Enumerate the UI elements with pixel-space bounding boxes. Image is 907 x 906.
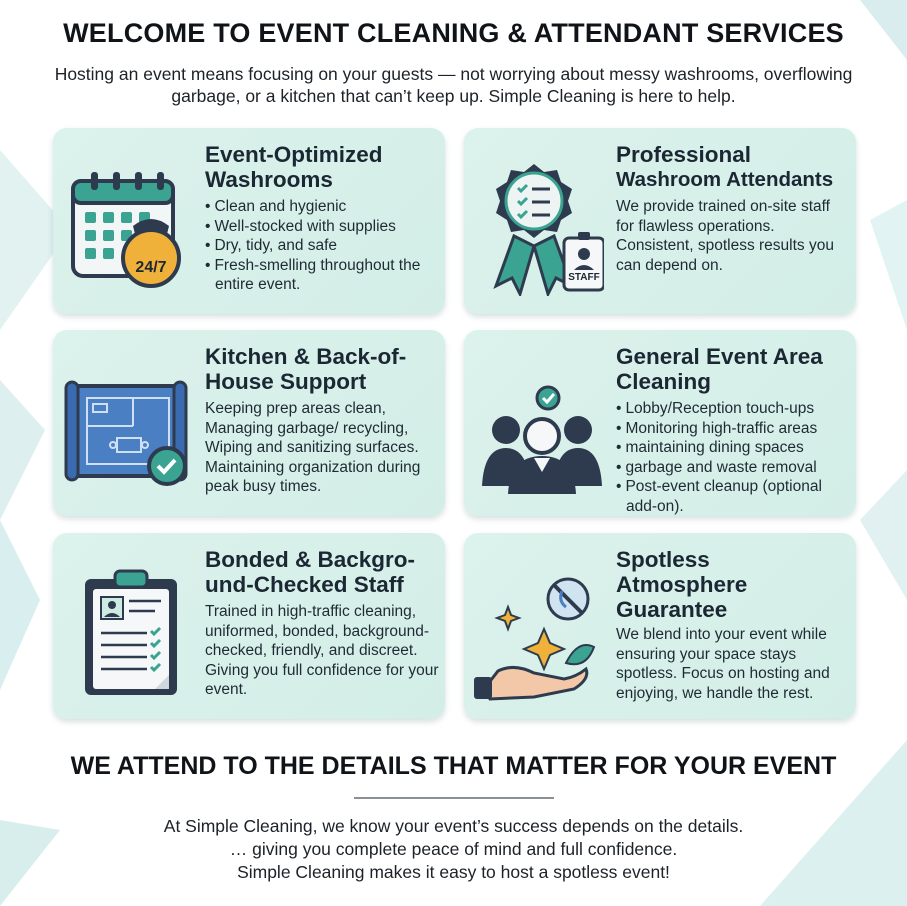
kitchen-blueprint-check-icon [63,348,193,498]
checklist-clipboard-icon [63,551,193,701]
card-body: We provide trained on-site staff for fla… [616,198,834,274]
card-body: Keeping prep areas clean, Managing garba… [205,400,421,496]
list-item: Monitoring high-traffic areas [616,419,850,439]
list-item: Post-event cleanup (optional add-on). [616,477,850,516]
card-title-line1: Professional [616,142,752,167]
card-event-optimized-washrooms: 24/7 Event-Optimized Washrooms Clean and… [53,128,445,314]
icon-label-24-7: 24/7 [135,259,167,276]
list-item: Well-stocked with supplies [205,217,439,237]
page-title: WELCOME TO EVENT CLEANING & ATTENDANT SE… [63,18,844,48]
list-item: Dry, tidy, and safe [205,236,439,256]
card-general-event-area-cleaning: General Event Area Cleaning Lobby/Recept… [464,330,856,516]
staff-badge-ribbon-icon: STAFF [474,146,606,299]
list-item: Clean and hygienic [205,197,439,217]
card-bonded-background-checked: Bonded & Backgro-und-Checked Staff Train… [53,533,445,719]
card-title-line2: Washroom Attendants [616,168,834,191]
footer-line: At Simple Cleaning, we know your event’s… [163,816,744,836]
card-title: General Event Area Cleaning [616,344,823,394]
footer-text: At Simple Cleaning, we know your event’s… [40,815,867,884]
card-title: Kitchen & Back-of-House Support [205,344,407,394]
divider [354,797,554,799]
card-title: Spotless Atmosphere Guarantee [616,547,748,622]
card-body: Trained in high-traffic cleaning, unifor… [205,603,439,699]
list-item: Fresh-smelling throughout the entire eve… [205,256,439,295]
intro-text: Hosting an event means focusing on your … [54,64,853,106]
hand-sparkle-leaf-icon [474,551,604,701]
calendar-24-7-icon: 24/7 [63,146,193,296]
card-spotless-atmosphere-guarantee: Spotless Atmosphere Guarantee We blend i… [464,533,856,719]
list-item: maintaining dining spaces [616,438,850,458]
card-professional-washroom-attendants: STAFF Professional Washroom Attendants W… [464,128,856,314]
staff-group-icon [474,348,604,498]
footer-line: Simple Cleaning makes it easy to host a … [237,862,670,882]
section-title: WE ATTEND TO THE DETAILS THAT MATTER FOR… [70,752,837,780]
card-body: We blend into your event while ensuring … [616,626,830,702]
card-title: Event-Optimized Washrooms [205,142,383,192]
bullet-list: Lobby/Reception touch-ups Monitoring hig… [616,399,850,517]
list-item: Lobby/Reception touch-ups [616,399,850,419]
card-kitchen-back-of-house: Kitchen & Back-of-House Support Keeping … [53,330,445,516]
footer-line: … giving you complete peace of mind and … [229,839,678,859]
card-title: Bonded & Backgro-und-Checked Staff [205,547,416,597]
list-item: garbage and waste removal [616,458,850,478]
icon-label-staff: STAFF [568,272,600,283]
card-title: Professional Washroom Attendants [616,142,850,192]
bullet-list: Clean and hygienic Well-stocked with sup… [205,197,439,295]
